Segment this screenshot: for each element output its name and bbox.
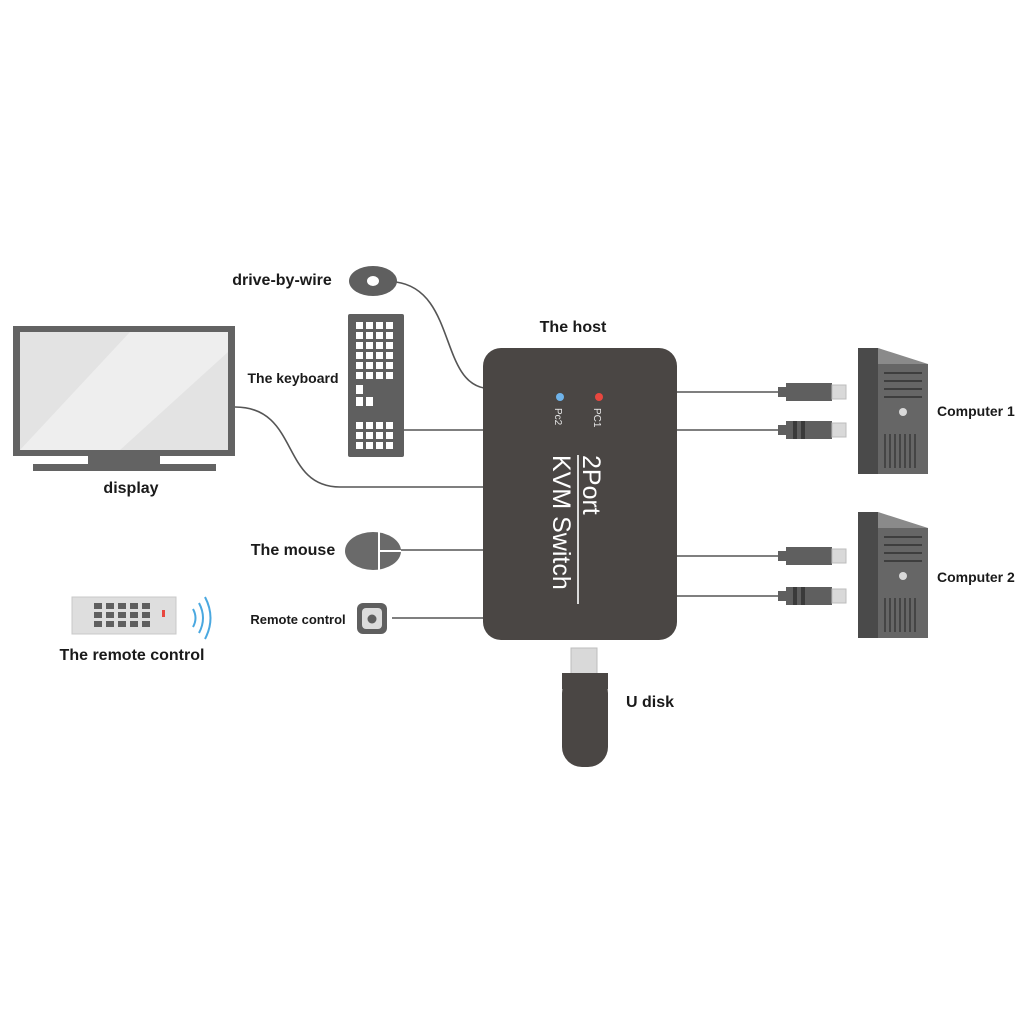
label-u-disk: U disk <box>626 694 674 711</box>
led-pc2-icon <box>556 393 564 401</box>
led-pc1-label: PC1 <box>591 408 602 428</box>
cable-display <box>234 406 484 488</box>
label-remote-control: Remote control <box>250 612 345 627</box>
connector-plugs <box>778 383 847 605</box>
label-the-remote-control: The remote control <box>60 647 205 664</box>
label-the-mouse: The mouse <box>251 542 336 559</box>
keyboard-icon <box>348 314 404 457</box>
wireless-signal-icon <box>192 596 212 640</box>
label-drive-by-wire: drive-by-wire <box>232 272 332 289</box>
u-disk-icon <box>562 647 608 767</box>
kvm-switch-device: Pc2 PC1 2Port KVM Switch <box>483 348 677 640</box>
remote-control-icon <box>71 596 177 635</box>
display-monitor-icon <box>13 326 235 471</box>
label-the-keyboard: The keyboard <box>247 370 338 386</box>
switch-title-line1: 2Port <box>577 455 605 515</box>
label-the-host: The host <box>540 319 607 336</box>
led-pc1-icon <box>595 393 603 401</box>
label-display: display <box>103 480 158 497</box>
label-computer-1: Computer 1 <box>937 403 1015 419</box>
the-mouse-icon <box>345 532 401 570</box>
led-pc2-label: Pc2 <box>552 408 563 426</box>
computer-2-tower-icon <box>858 512 928 638</box>
switch-title-line2: KVM Switch <box>547 455 575 590</box>
remote-control-receiver-icon <box>357 603 387 634</box>
computer-1-tower-icon <box>858 348 928 474</box>
drive-by-wire-mouse-icon <box>349 266 397 296</box>
label-computer-2: Computer 2 <box>937 569 1015 585</box>
cables <box>234 281 780 619</box>
cable-drive-by-wire <box>395 281 485 389</box>
